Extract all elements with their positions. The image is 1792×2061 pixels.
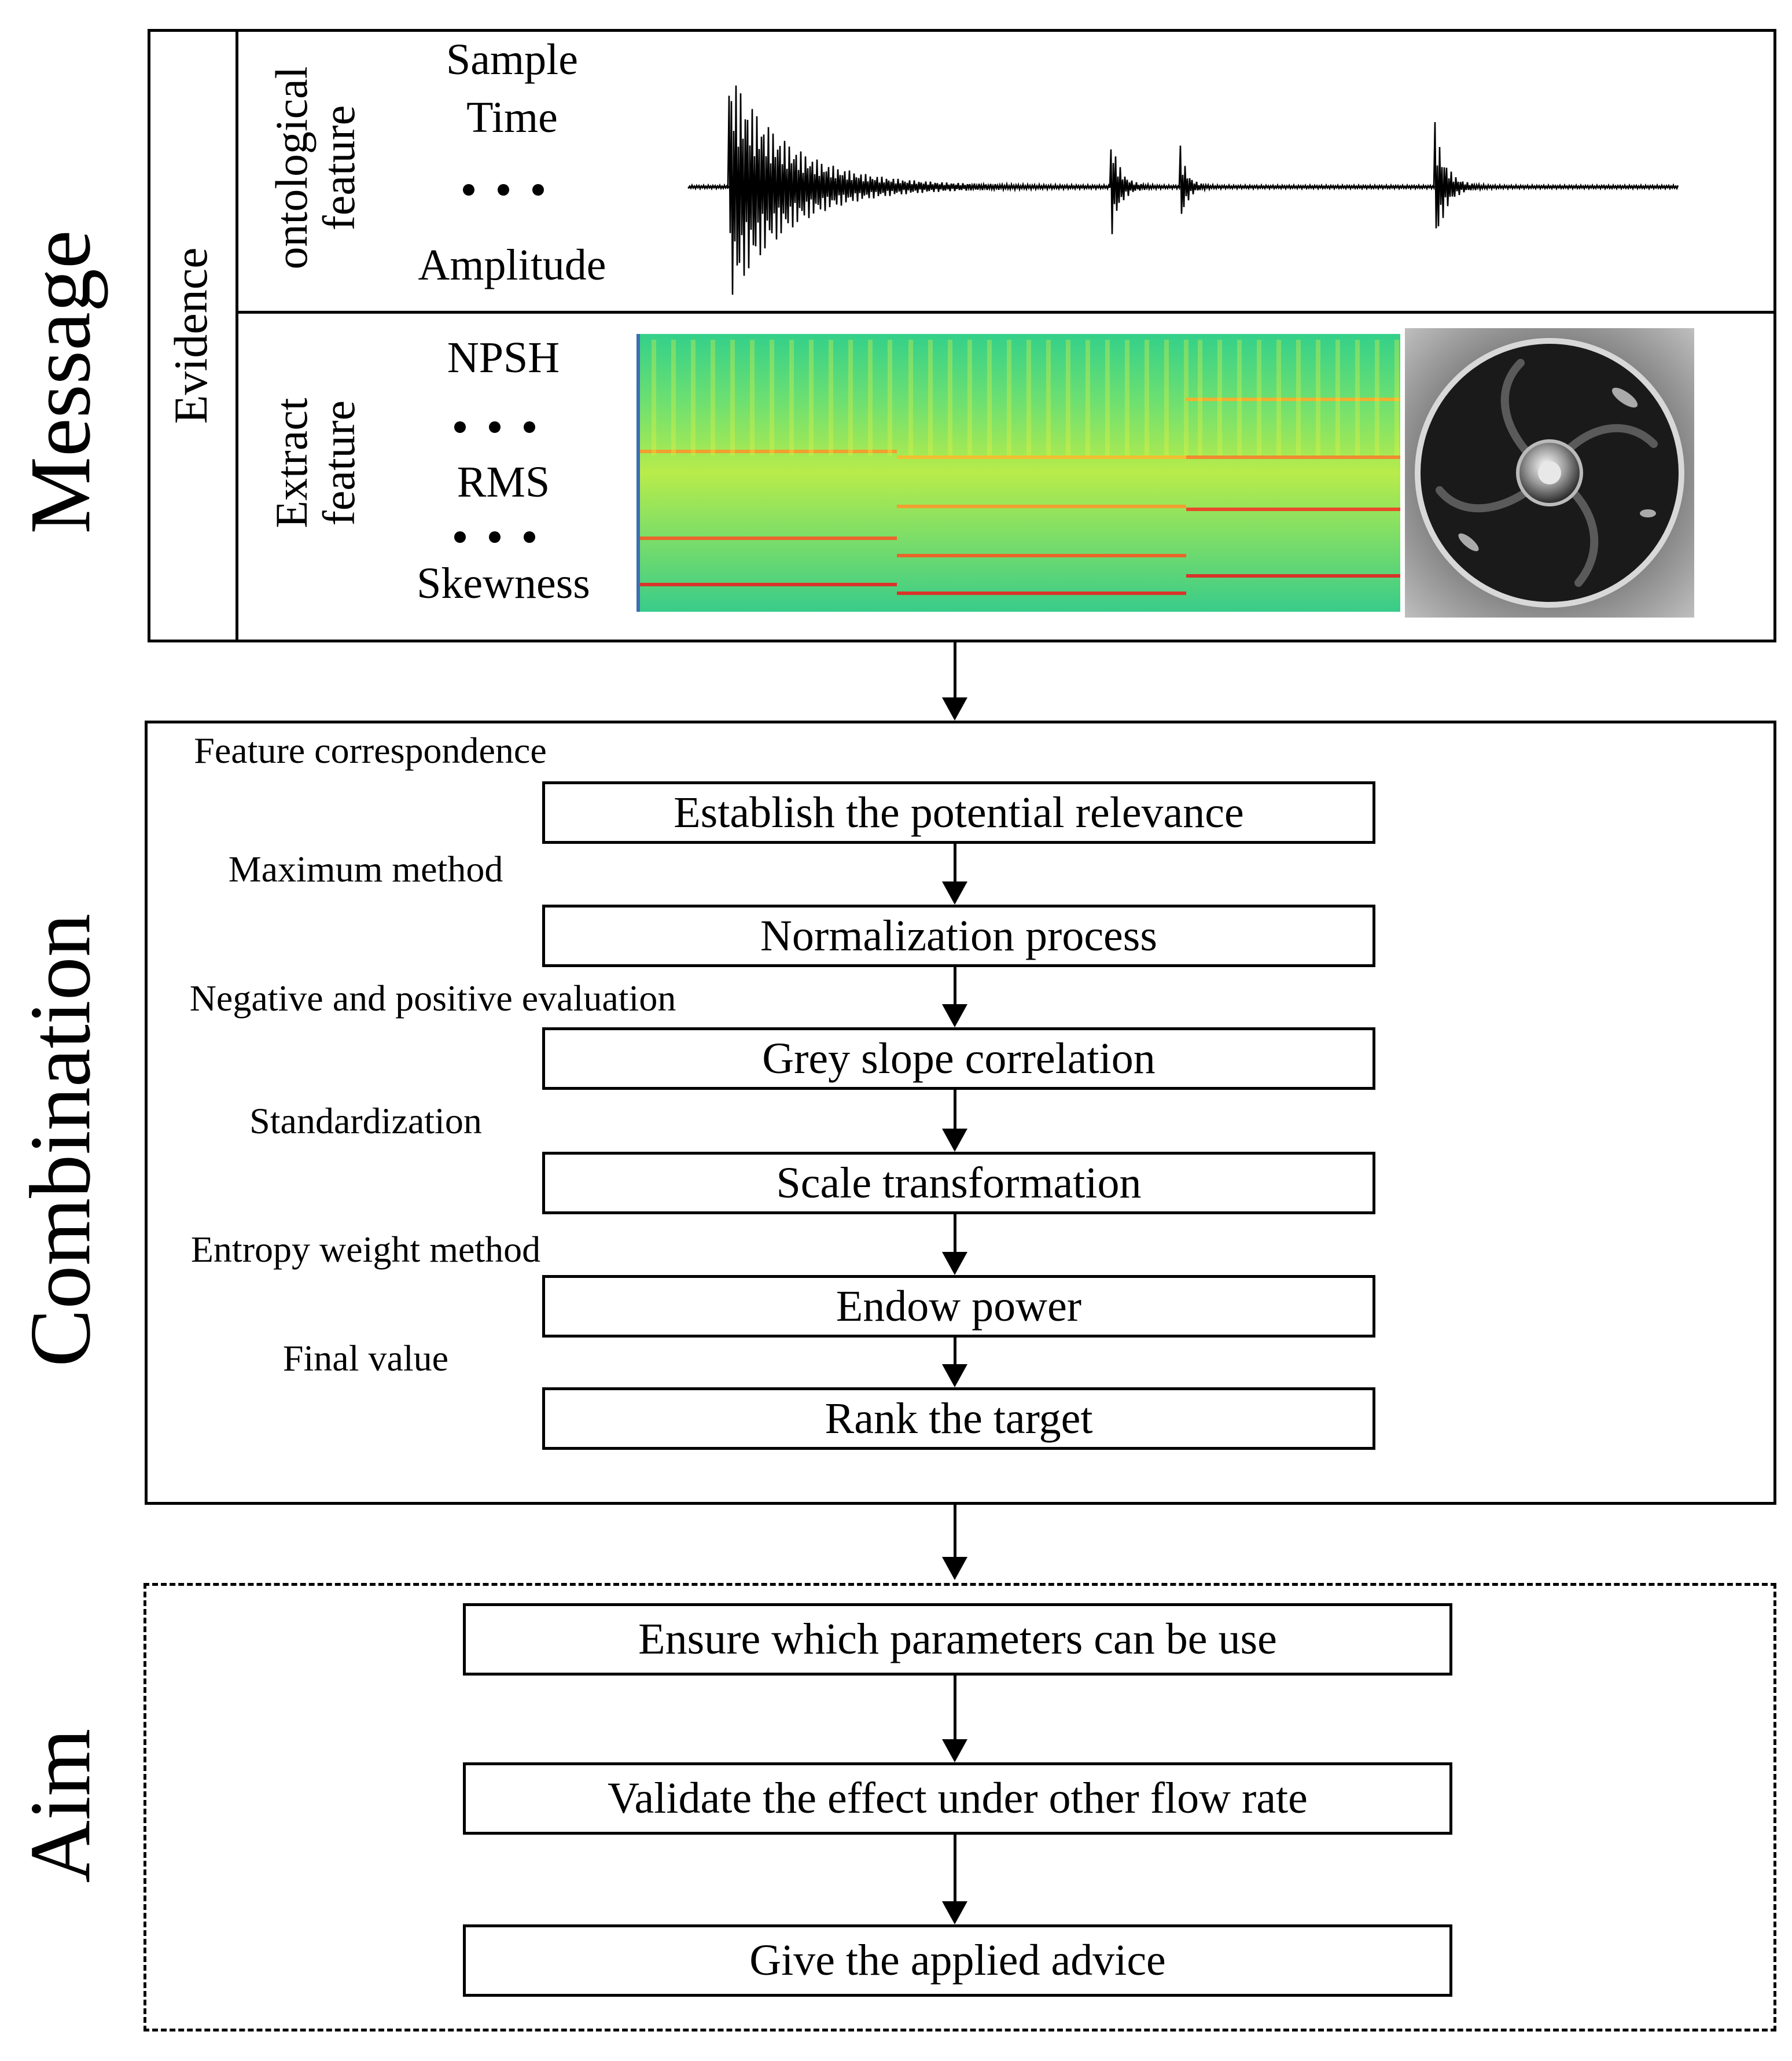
step-grey-slope: Grey slope correlation (542, 1027, 1375, 1090)
extract-ellipsis-1 (454, 421, 535, 433)
ontological-title-line1: ontological (266, 66, 317, 270)
section-label-aim: Aim (12, 1728, 109, 1883)
extract-item-skewness: Skewness (417, 559, 590, 608)
ontological-ellipsis (463, 184, 544, 196)
extract-item-npsh: NPSH (447, 333, 560, 382)
step-scale-transformation: Scale transformation (542, 1152, 1375, 1214)
step-endow-power: Endow power (542, 1275, 1375, 1338)
arrow-head-step5-6 (942, 1364, 967, 1387)
section-label-message: Message (12, 230, 109, 534)
vibration-waveform (687, 85, 1679, 295)
feature-divider (236, 311, 1776, 314)
spectrogram-image (636, 334, 1400, 612)
arrow-head-step1-2 (942, 881, 967, 905)
arrow-head-aim1-2 (942, 1739, 967, 1762)
arrow-head-combination-to-aim (942, 1557, 967, 1580)
aim-step-validate-effect: Validate the effect under other flow rat… (463, 1762, 1452, 1835)
ontological-title-line2: feature (314, 105, 364, 231)
extract-feature-title: Extract feature (266, 398, 364, 528)
arrow-aim1-2 (954, 1676, 956, 1740)
extract-ellipsis-2 (454, 531, 535, 543)
arrow-aim2-3 (954, 1835, 956, 1904)
arrow-step1-2 (954, 844, 956, 870)
arrow-head-step4-5 (942, 1252, 967, 1275)
arrow-step3-4 (954, 1090, 956, 1129)
arrow-combination-to-aim (954, 1505, 956, 1560)
arrow-head-step3-4 (942, 1129, 967, 1152)
evidence-label: Evidence (164, 247, 217, 424)
side-label-feature-correspondence: Feature correspondence (194, 730, 547, 771)
arrow-head-step2-3 (942, 1004, 967, 1027)
aim-step-applied-advice: Give the applied advice (463, 1924, 1452, 1997)
side-label-maximum-method: Maximum method (228, 848, 503, 890)
side-label-final-value: Final value (282, 1338, 449, 1379)
step-establish-relevance: Establish the potential relevance (542, 781, 1375, 844)
ontological-item-sample: Sample (446, 35, 578, 84)
step-normalization: Normalization process (542, 905, 1375, 967)
side-label-negative-positive: Negative and positive evaluation (189, 978, 676, 1019)
ontological-item-time: Time (466, 93, 558, 142)
arrow-shaft-step1-2 (954, 868, 956, 883)
arrow-step2-3 (954, 967, 956, 1006)
extract-title-line2: feature (314, 400, 364, 526)
arrow-step5-6 (954, 1338, 956, 1371)
evidence-divider (236, 29, 238, 642)
arrow-message-to-combination (954, 642, 956, 700)
arrow-head-message-to-combination (942, 697, 967, 721)
aim-box (143, 1583, 1776, 2031)
arrow-head-aim2-3 (942, 1901, 967, 1924)
arrow-step4-5 (954, 1214, 956, 1254)
section-label-combination: Combination (12, 913, 109, 1367)
extract-title-line1: Extract (266, 398, 317, 528)
extract-item-rms: RMS (457, 458, 550, 506)
impeller-photo (1405, 328, 1694, 618)
step-rank-target: Rank the target (542, 1387, 1375, 1450)
aim-step-ensure-parameters: Ensure which parameters can be use (463, 1603, 1452, 1676)
side-label-entropy-weight: Entropy weight method (190, 1229, 541, 1270)
side-label-standardization: Standardization (249, 1100, 482, 1141)
ontological-item-amplitude: Amplitude (418, 241, 606, 289)
ontological-feature-title: ontological feature (266, 66, 364, 270)
